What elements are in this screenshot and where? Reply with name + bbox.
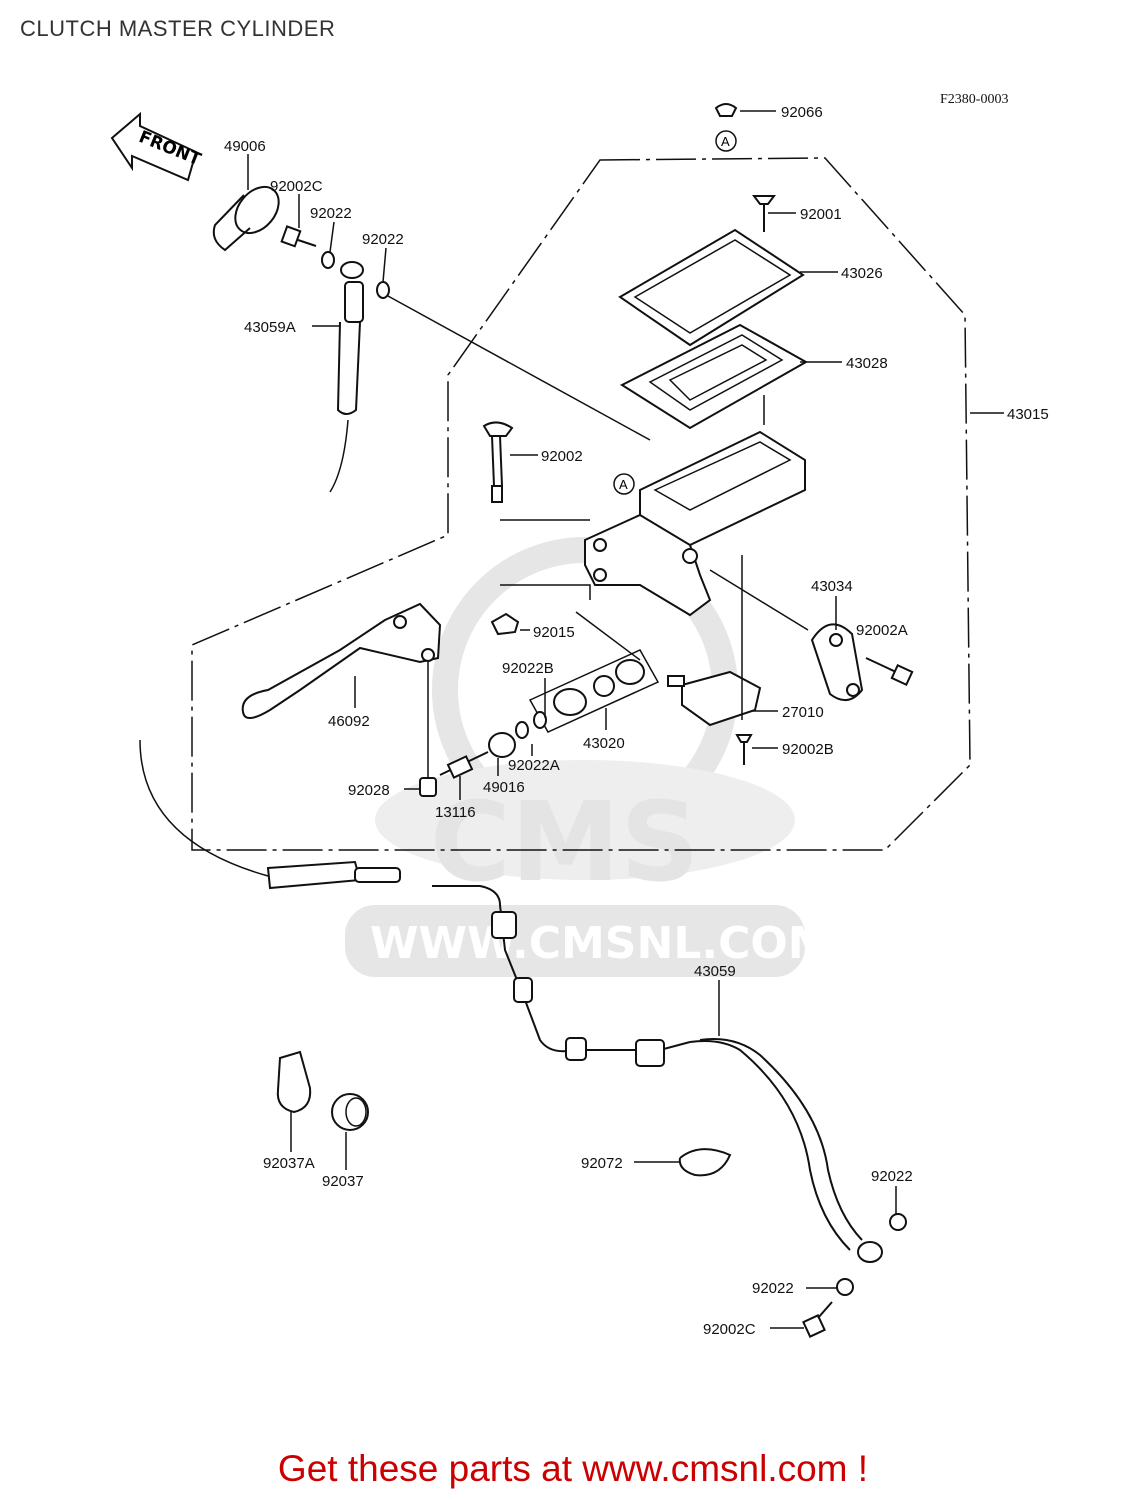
watermark-brand: CMS [430, 778, 699, 906]
label-92022-a: 92022 [310, 205, 352, 222]
label-92002: 92002 [541, 448, 583, 465]
label-43020: 43020 [583, 735, 625, 752]
label-92028: 92028 [348, 782, 390, 799]
exploded-parts-diagram: CMS WWW.CMSNL.COM FRONT A A [110, 103, 1049, 1338]
label-92002a: 92002A [856, 622, 908, 639]
label-92022-b: 92022 [362, 231, 404, 248]
label-49016: 49016 [483, 779, 525, 796]
label-43034: 43034 [811, 578, 853, 595]
label-46092: 46092 [328, 713, 370, 730]
label-92002c-top: 92002C [270, 178, 323, 195]
label-13116: 13116 [435, 804, 476, 821]
label-43059a: 43059A [244, 319, 296, 336]
part-drawings: A A [139, 103, 914, 1338]
label-92015: 92015 [533, 624, 575, 641]
page-title: CLUTCH MASTER CYLINDER [20, 16, 336, 41]
label-43026: 43026 [841, 265, 883, 282]
watermark-url: WWW.CMSNL.COM [370, 918, 832, 969]
label-92066: 92066 [781, 104, 823, 121]
label-92001: 92001 [800, 206, 842, 223]
label-92022-c: 92022 [871, 1168, 913, 1185]
label-43059: 43059 [694, 963, 736, 980]
leader-lines [247, 110, 1004, 1329]
label-27010: 27010 [782, 704, 824, 721]
drawing-code: F2380-0003 [940, 92, 1009, 107]
label-43028: 43028 [846, 355, 888, 372]
label-92022-d: 92022 [752, 1280, 794, 1297]
label-43015: 43015 [1007, 406, 1049, 423]
label-92022a: 92022A [508, 757, 560, 774]
ref-a-top: A [721, 134, 730, 149]
part-labels: 49006 92002C 92022 92022 43059A 92066 92… [224, 104, 1049, 1338]
assembly-outline [191, 157, 971, 851]
front-arrow-label: FRONT [136, 127, 204, 170]
label-92002c-bot: 92002C [703, 1321, 756, 1338]
front-arrow: FRONT [110, 111, 204, 182]
label-92002b: 92002B [782, 741, 834, 758]
label-92022b: 92022B [502, 660, 554, 677]
label-92037: 92037 [322, 1173, 364, 1190]
footer-link[interactable]: Get these parts at www.cmsnl.com ! [277, 1448, 869, 1489]
label-92037a: 92037A [263, 1155, 315, 1172]
ref-a-body: A [619, 477, 628, 492]
label-49006: 49006 [224, 138, 266, 155]
label-92072: 92072 [581, 1155, 623, 1172]
